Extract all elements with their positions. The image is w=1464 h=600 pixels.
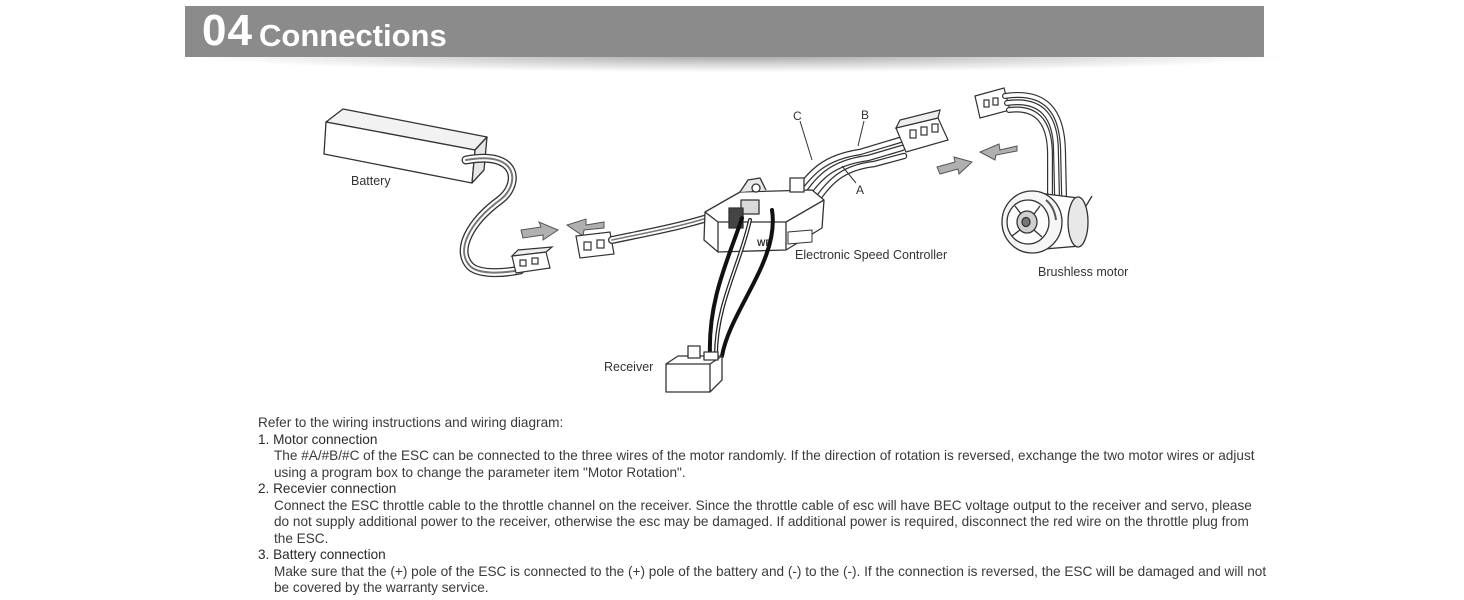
receiver-label: Receiver — [604, 360, 654, 374]
arrow-left-icon — [978, 143, 1018, 161]
motor-lead-wires — [1002, 92, 1067, 200]
esc-motor-connector — [894, 109, 949, 153]
esc-label: Electronic Speed Controller — [795, 248, 948, 262]
wire-label-b: B — [861, 108, 870, 122]
section-title: Connections — [259, 18, 447, 53]
receiver-illustration — [665, 345, 723, 393]
header-shadow — [200, 56, 1280, 72]
battery-label: Battery — [351, 174, 391, 188]
arrow-left-icon — [565, 218, 605, 237]
wire-label-c: C — [793, 109, 802, 123]
motor-connection-text: The #A/#B/#C of the ESC can be connected… — [274, 448, 1255, 480]
battery-wires — [459, 153, 525, 278]
esc-print: WP — [757, 238, 772, 248]
section-number: 04 — [202, 6, 253, 55]
wire-label-a: A — [856, 183, 865, 197]
battery-connection-text: Make sure that the (+) pole of the ESC i… — [274, 563, 1267, 596]
receiver-connection-text: Connect the ESC throttle cable to the th… — [274, 497, 1252, 546]
receiver-connection-heading: 2. Recevier connection — [258, 481, 397, 496]
esc-battery-connector — [575, 231, 615, 259]
motor-connector — [974, 87, 1011, 119]
battery-connection-heading: 3. Battery connection — [258, 547, 386, 562]
wire-leader-lines — [799, 120, 865, 184]
arrow-right-icon — [936, 156, 973, 175]
brushless-motor-illustration — [1001, 190, 1093, 254]
instructions-intro: Refer to the wiring instructions and wir… — [258, 415, 564, 430]
battery-illustration — [323, 108, 488, 184]
motor-connection-heading: 1. Motor connection — [258, 431, 378, 447]
battery-connector — [510, 246, 554, 274]
wiring-instructions: Refer to the wiring instructions and wir… — [258, 415, 1268, 597]
arrow-right-icon — [520, 221, 560, 241]
section-header — [185, 6, 1264, 57]
motor-label: Brushless motor — [1038, 265, 1129, 279]
receiver-wires — [707, 208, 775, 358]
